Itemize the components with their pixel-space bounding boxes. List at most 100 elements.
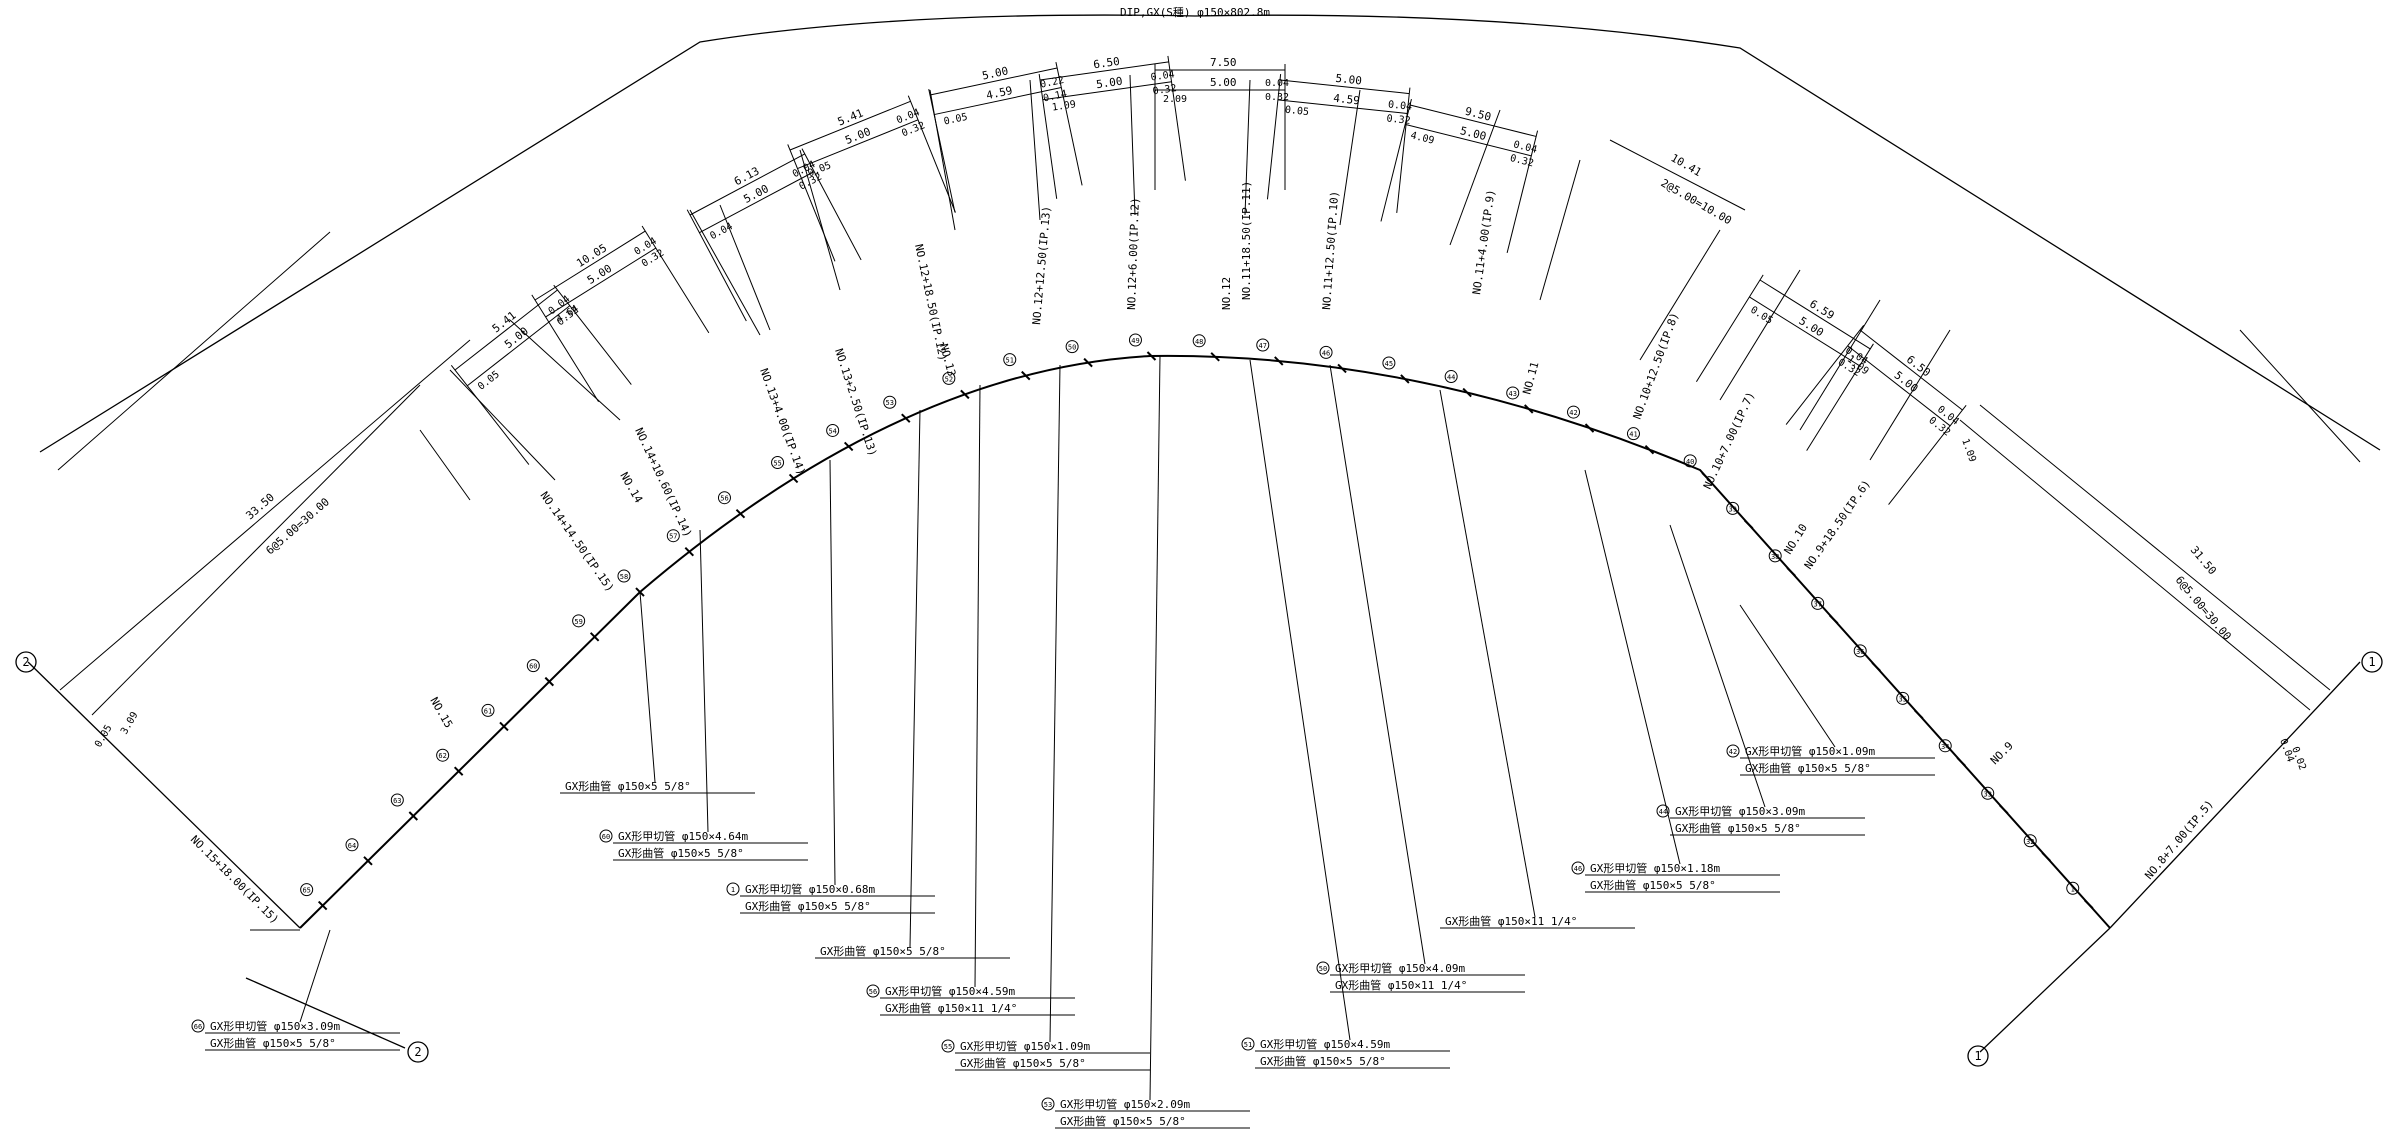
dim-line bbox=[467, 305, 571, 387]
callout-leader bbox=[639, 591, 656, 783]
callout: GX形曲管 φ150×5 5/8° bbox=[560, 591, 755, 794]
station-label: NO.13+2.50(IP.13) bbox=[832, 347, 879, 458]
segment-offset-a: 0.05 bbox=[476, 369, 502, 393]
pipe-joint-tick bbox=[2041, 852, 2051, 862]
segment-dim-group: 5.415.000.050.040.32 bbox=[450, 284, 632, 465]
segment-offset-a: 4.09 bbox=[1409, 130, 1435, 147]
callout-number-circle bbox=[1571, 861, 1585, 875]
station-label: NO.9+18.50(IP.6) bbox=[1802, 477, 1873, 571]
radial-line bbox=[1339, 89, 1361, 226]
svg-text:1: 1 bbox=[1974, 1049, 1981, 1063]
station-label: NO.11+4.00(IP.9) bbox=[1470, 189, 1498, 296]
extension-line bbox=[1806, 343, 1874, 451]
station-label: NO.11 bbox=[1520, 360, 1541, 395]
radial-line bbox=[929, 89, 956, 231]
callout-number-circle bbox=[1656, 804, 1670, 818]
pipe-number-circle bbox=[481, 703, 495, 717]
pipe-number-text: 59 bbox=[574, 618, 582, 626]
callout: GX形曲管 φ150×5 5/8° bbox=[815, 409, 1010, 959]
pipe-number: 40 bbox=[1683, 454, 1711, 482]
extension-line bbox=[1888, 405, 1967, 505]
pipe-number-circle bbox=[1444, 370, 1458, 384]
pipe-number-text: 43 bbox=[1509, 390, 1517, 398]
station-label: NO.12 bbox=[1220, 277, 1233, 310]
radial-line bbox=[799, 149, 841, 291]
callout-number-circle bbox=[1316, 961, 1330, 975]
pipe-number-text: 58 bbox=[620, 573, 628, 581]
pipe-joint-tick bbox=[1584, 423, 1595, 433]
pipe-number-circle bbox=[1128, 333, 1142, 347]
pipe-number-text: 39 bbox=[1728, 505, 1736, 513]
segment-dim-group: 7.505.002.090.040.32 bbox=[1154, 56, 1289, 190]
radial-line bbox=[1799, 299, 1881, 431]
pipe-number-circle bbox=[1683, 454, 1697, 468]
pipe-joint-tick bbox=[1083, 357, 1093, 368]
pipe-number-circle bbox=[1256, 338, 1270, 352]
callout-line2: GX形曲管 φ150×5 5/8° bbox=[1745, 761, 1871, 775]
pipe-number: 37 bbox=[1811, 596, 1839, 625]
svg-text:2: 2 bbox=[22, 655, 29, 669]
callout-line1: GX形甲切管 φ150×1.09m bbox=[1745, 744, 1875, 758]
pipe-number: 53 bbox=[883, 395, 911, 423]
pipe-number-circle bbox=[771, 455, 785, 469]
dim-line bbox=[1859, 329, 1963, 411]
callout-number: 53 bbox=[1044, 1101, 1052, 1109]
pipe-joint-tick bbox=[1743, 519, 1754, 530]
left-total-dim: 33.50 bbox=[243, 491, 277, 523]
callout-line2: GX形曲管 φ150×11 1/4° bbox=[1335, 978, 1467, 992]
callout-number: 1 bbox=[731, 886, 735, 894]
pipe-number-text: 32 bbox=[2026, 838, 2034, 846]
radial-line bbox=[1449, 109, 1501, 246]
station-label: NO.12+18.50(IP.12) bbox=[912, 243, 950, 362]
radial-line bbox=[509, 319, 621, 421]
pipe-joint-tick bbox=[453, 766, 464, 776]
pipe-joint-tick bbox=[901, 413, 911, 423]
station-line-1-lower bbox=[1979, 927, 2111, 1053]
pipe-joint-tick bbox=[408, 811, 419, 821]
callout-line2: GX形曲管 φ150×5 5/8° bbox=[1590, 878, 1716, 892]
pipe-number: 45 bbox=[1382, 356, 1410, 384]
pipe-number-circle bbox=[1382, 356, 1396, 370]
pipe-number-text: 44 bbox=[1447, 374, 1455, 382]
pipe-joint-tick bbox=[788, 473, 799, 484]
dim-line bbox=[1042, 81, 1172, 101]
pipe-number: 64 bbox=[345, 838, 373, 866]
pipe-number-text: 33 bbox=[1984, 790, 1992, 798]
radial-line bbox=[1539, 159, 1581, 301]
callout-number-circle bbox=[1241, 1037, 1255, 1051]
pipe-joint-tick bbox=[1337, 363, 1347, 374]
pipe-joint-tick bbox=[1146, 351, 1157, 361]
callout-number: 46 bbox=[1574, 865, 1582, 873]
station-line-1 bbox=[2109, 661, 2361, 929]
callout-leader bbox=[1439, 389, 1536, 918]
pipe-joint-tick bbox=[735, 509, 746, 519]
pipe-centerline bbox=[299, 354, 2111, 929]
radial-line bbox=[1719, 269, 1801, 401]
pipe-joint-tick bbox=[1644, 444, 1655, 455]
extension-line bbox=[531, 294, 600, 403]
segment-dimensions: 5.415.000.050.040.3210.055.004.640.040.3… bbox=[450, 55, 1967, 505]
callout-leader bbox=[1149, 355, 1161, 1101]
segment-offset-a: 0.05 bbox=[1748, 305, 1774, 327]
segment-offset-a: 2.09 bbox=[1163, 94, 1187, 105]
pipe-number-circle bbox=[1726, 501, 1740, 515]
extension-line bbox=[1055, 61, 1083, 186]
dim-line bbox=[1759, 279, 1871, 350]
callout-number-circle bbox=[866, 984, 880, 998]
pipe-number: 47 bbox=[1256, 338, 1284, 366]
pipe-number: 56 bbox=[717, 491, 746, 519]
pipe-number: 54 bbox=[826, 423, 854, 452]
extension-line bbox=[1038, 73, 1058, 199]
pipe-number-circle bbox=[1811, 596, 1825, 610]
station-label: NO.14 bbox=[617, 470, 645, 506]
pipe-number: 42 bbox=[1567, 405, 1595, 433]
pipe-number-circle bbox=[1981, 786, 1995, 800]
segment-total: 9.50 bbox=[1464, 105, 1493, 124]
callout-number-circle bbox=[941, 1039, 955, 1053]
segment-dim-group: 5.004.590.050.220.14 bbox=[928, 61, 1083, 213]
station-label: NO.11+12.50(IP.10) bbox=[1320, 190, 1341, 310]
callout-line1: GX形甲切管 φ150×3.09m bbox=[210, 1019, 340, 1033]
callout-leader bbox=[1249, 359, 1351, 1041]
pipe-number-circle bbox=[1003, 353, 1017, 367]
